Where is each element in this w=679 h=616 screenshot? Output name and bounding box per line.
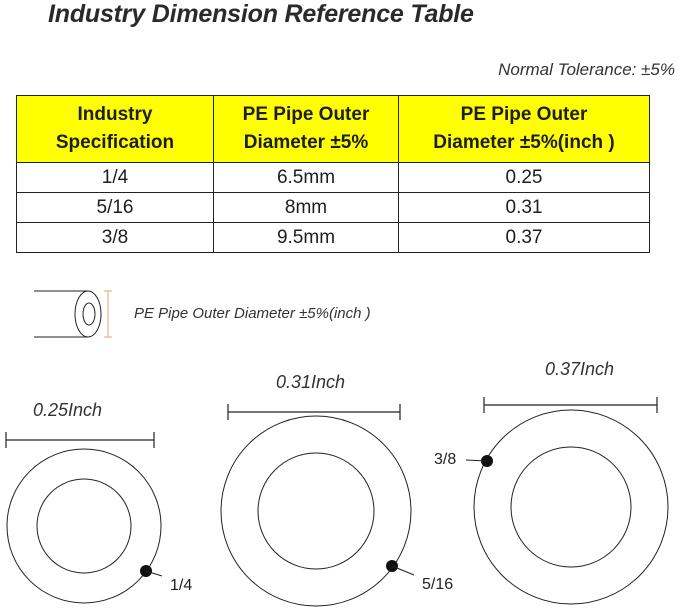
size-label-1-4: 1/4 bbox=[170, 577, 193, 594]
cell-spec: 5/16 bbox=[16, 192, 214, 223]
tolerance-note: Normal Tolerance: ±5% bbox=[498, 60, 675, 79]
diameter-bracket bbox=[104, 290, 112, 338]
cell-inch: 0.31 bbox=[398, 192, 650, 223]
table-row: 5/16 8mm 0.31 bbox=[16, 192, 650, 223]
header-industry-spec: Industry Specification bbox=[16, 95, 214, 163]
cell-spec: 3/8 bbox=[16, 222, 214, 253]
size-label-3-8: 3/8 bbox=[434, 451, 457, 468]
cell-inch: 0.37 bbox=[398, 222, 650, 253]
reference-table: Industry Specification PE Pipe Outer Dia… bbox=[16, 95, 650, 253]
pipe-cross-section-5-16 bbox=[220, 415, 415, 607]
dimension-label-3: 0.37Inch bbox=[545, 359, 615, 379]
dimension-label-2: 0.31Inch bbox=[276, 372, 346, 392]
page-title: Industry Dimension Reference Table bbox=[48, 0, 474, 28]
dimension-line-3 bbox=[483, 397, 658, 413]
cell-mm: 8mm bbox=[213, 192, 399, 223]
dimension-line-1 bbox=[5, 432, 155, 448]
cell-mm: 9.5mm bbox=[213, 222, 399, 253]
header-outer-diameter-mm: PE Pipe Outer Diameter ±5% bbox=[213, 95, 399, 163]
cell-spec: 1/4 bbox=[16, 162, 214, 193]
pipe-cross-section-1-4 bbox=[6, 448, 163, 604]
table-row: 1/4 6.5mm 0.25 bbox=[16, 162, 650, 193]
dimension-label-1: 0.25Inch bbox=[33, 400, 103, 420]
table-row: 3/8 9.5mm 0.37 bbox=[16, 222, 650, 253]
cell-mm: 6.5mm bbox=[213, 162, 399, 193]
diagram-label: PE Pipe Outer Diameter ±5%(inch ) bbox=[134, 305, 371, 322]
pipe-side-view-icon bbox=[34, 290, 102, 338]
header-outer-diameter-inch: PE Pipe Outer Diameter ±5%(inch ) bbox=[398, 95, 650, 163]
table-header-row: Industry Specification PE Pipe Outer Dia… bbox=[16, 95, 650, 163]
size-label-5-16: 5/16 bbox=[422, 576, 454, 593]
pipe-cross-section-3-8 bbox=[465, 409, 669, 605]
dimension-line-2 bbox=[227, 404, 401, 420]
